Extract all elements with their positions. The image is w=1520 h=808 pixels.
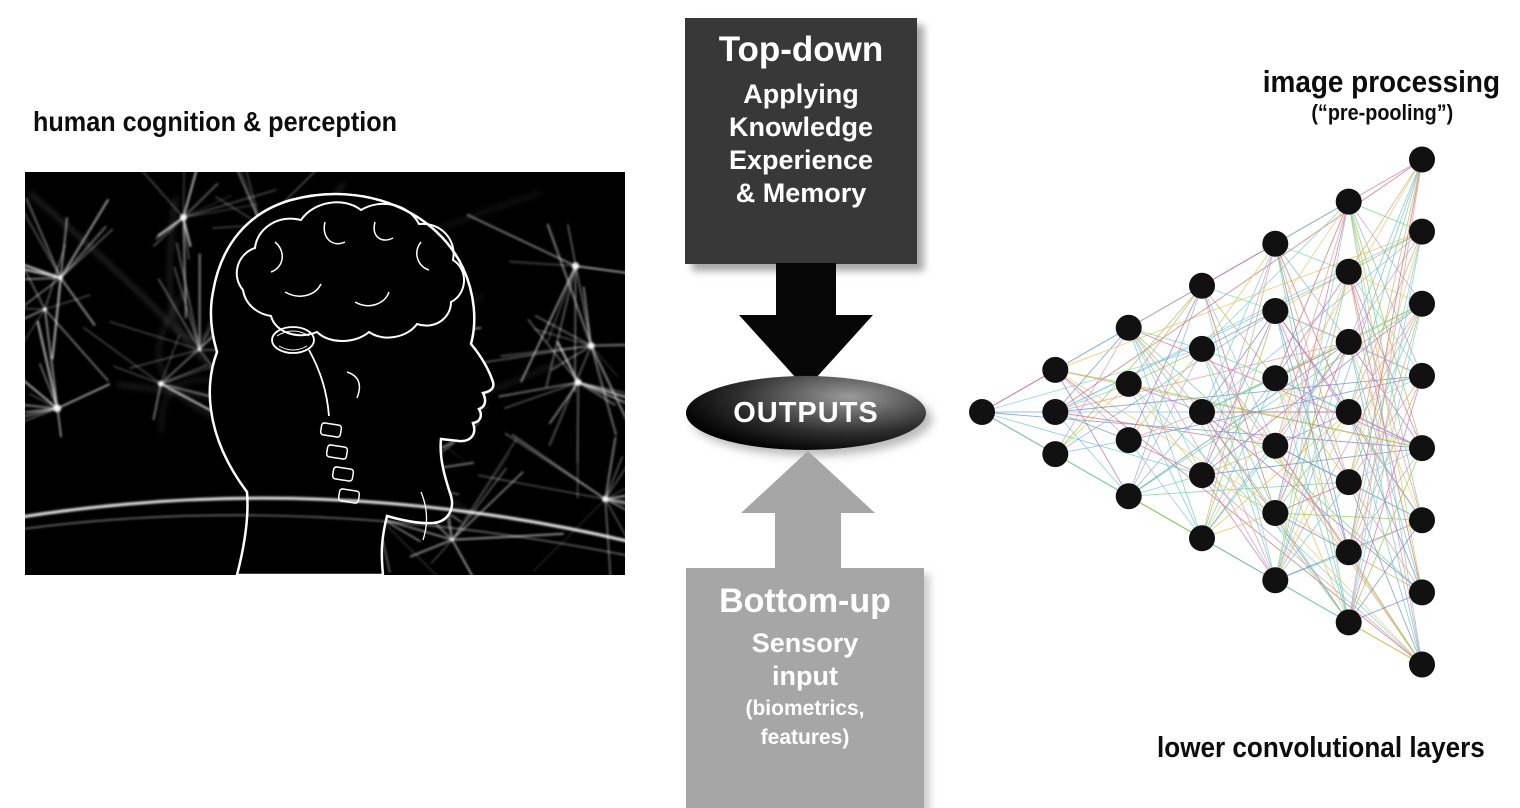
- bottom-up-line-1: Sensory: [751, 628, 859, 658]
- outputs-label: OUTPUTS: [733, 396, 879, 429]
- neural-network-graphic: [969, 146, 1435, 678]
- brain-neurons-image: [25, 172, 625, 575]
- top-down-line-1: Applying: [743, 79, 859, 109]
- foreground-arc-filament: [25, 496, 625, 543]
- bottom-up-line-2: input: [772, 660, 838, 691]
- bottom-up-note-1: (biometrics,: [745, 696, 865, 720]
- top-down-line-3: Experience: [728, 144, 874, 175]
- head-profile-illustration: [208, 192, 495, 575]
- bottom-up-box: Bottom-up Sensory input (biometrics, fea…: [686, 568, 924, 808]
- image-processing-label: image processing: [1262, 64, 1500, 99]
- foreground-arc-filament-2: [25, 514, 625, 556]
- down-arrow-icon: [739, 263, 873, 389]
- top-down-title: Top-down: [718, 30, 884, 69]
- outputs-ellipse: OUTPUTS: [686, 376, 926, 450]
- top-down-line-4: & Memory: [735, 177, 867, 208]
- human-cognition-label: human cognition & perception: [33, 106, 398, 137]
- pre-pooling-label: (“pre-pooling”): [1311, 100, 1454, 125]
- bottom-up-title: Bottom-up: [719, 582, 891, 620]
- image-processing-label-block: image processing (“pre-pooling”): [1160, 64, 1500, 126]
- up-arrow-icon: [741, 451, 875, 568]
- top-down-line-2: Knowledge: [728, 111, 873, 142]
- bottom-up-note-2: features): [760, 725, 850, 749]
- lower-convolutional-layers-label: lower convolutional layers: [1157, 732, 1485, 764]
- top-down-box: Top-down Applying Knowledge Experience &…: [685, 18, 917, 264]
